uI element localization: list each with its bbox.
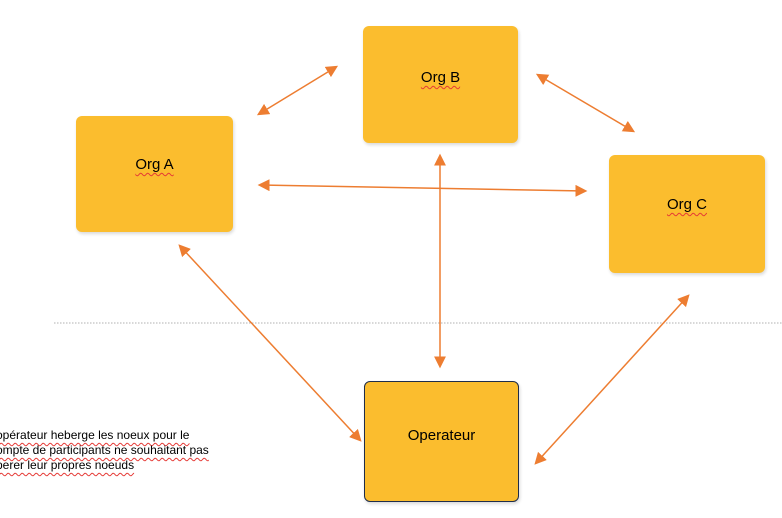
note-line-3: perer leur propres noeuds	[0, 458, 135, 472]
arrow-orga-operateur	[178, 244, 362, 442]
org-b-label: Org B	[420, 69, 461, 86]
org-a-label: Org A	[135, 156, 174, 173]
arrow-orga-orgb	[256, 65, 339, 116]
operator-note: opérateur heberge les noeux pour le ompt…	[0, 428, 300, 473]
operateur-label: Operateur	[407, 427, 476, 444]
note-line-1: opérateur heberge les noeux pour le	[0, 428, 190, 442]
note-line-2: ompte de participants ne souhaitant pas	[0, 443, 209, 457]
org-a-node[interactable]: Org A	[76, 116, 233, 232]
org-c-label: Org C	[666, 196, 707, 213]
org-c-node[interactable]: Org C	[609, 155, 765, 273]
arrow-orgc-operateur	[534, 294, 690, 465]
arrow-orgb-orgc	[535, 73, 636, 133]
arrow-orga-orgc	[257, 179, 588, 197]
operateur-node[interactable]: Operateur	[364, 381, 519, 502]
org-b-node[interactable]: Org B	[363, 26, 518, 143]
